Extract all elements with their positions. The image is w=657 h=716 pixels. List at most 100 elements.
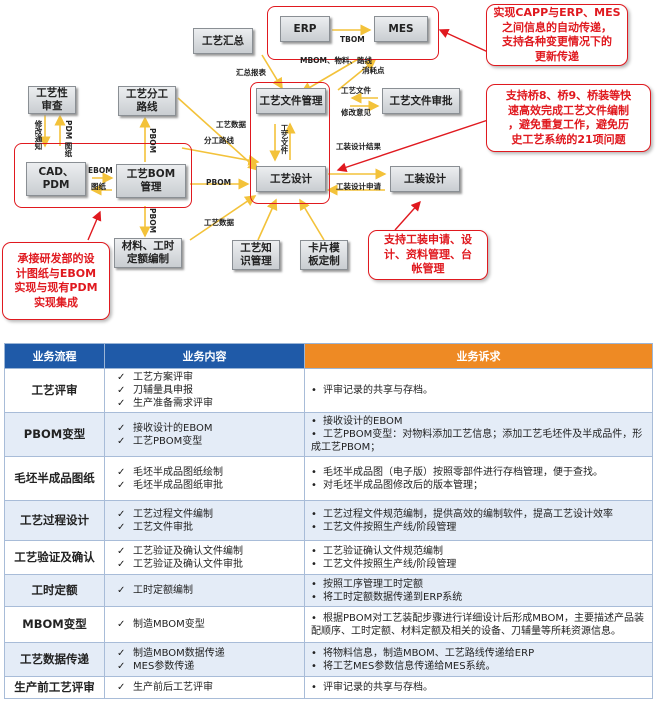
cell-business-demand: 毛坯半成品图（电子版）按照零部件进行存档管理，便于查找。对毛坯半成品图修改后的版… [304,456,653,501]
demand-item-text: 工艺文件按照生产线/阶段管理 [323,558,457,570]
content-item-text: MES参数传递 [133,660,195,672]
table-row: 生产前工艺评审生产前后工艺评审 评审记录的共享与存档。 [4,676,653,699]
demand-item: 工艺文件按照生产线/阶段管理 [311,521,646,534]
content-item-text: 刀辅量具申报 [133,385,193,396]
demand-item: 将物料信息，制造MBOM、工艺路线传递给ERP [311,647,646,660]
edge-label-ebom: EBOM [88,166,113,175]
edge-label-pdm-drawing: PDM 图纸 [64,120,73,157]
demand-item-text: 将物料信息，制造MBOM、工艺路线传递给ERP [323,647,535,659]
diagram-arrows [39,24,489,241]
edge-label-tbom: TBOM [340,35,365,44]
cell-business-flow: PBOM变型 [4,412,105,457]
cell-business-flow: 工艺数据传递 [4,642,105,677]
cell-business-flow: 工艺过程设计 [4,500,105,541]
edge-label-pbom-up: PBOM [148,128,157,154]
cell-business-demand: 将物料信息，制造MBOM、工艺路线传递给ERP将工艺MES参数信息传递给MES系… [304,642,653,677]
card-template-node[interactable]: 卡片模 板定制 [300,240,348,270]
edge-label-tooling-request: 工装设计申请 [336,182,381,191]
cad-pdm-node[interactable]: CAD、 PDM [26,162,86,196]
cell-business-content: 工艺方案评审刀辅量具申报生产准备需求评审 [104,368,305,413]
table-body: 工艺评审工艺方案评审刀辅量具申报生产准备需求评审评审记录的共享与存档。PBOM变… [4,368,653,699]
cell-business-flow: MBOM变型 [4,606,105,643]
table-row: 工艺验证及确认工艺验证及确认文件编制工艺验证及确认文件审批工艺验证确认文件规范编… [4,540,653,575]
content-item: MES参数传递 [117,660,298,673]
cell-business-content: 制造MBOM数据传递MES参数传递 [104,642,305,677]
content-item: 毛坯半成品图纸绘制 [117,466,298,479]
table-row: 工艺过程设计工艺过程文件编制工艺文件审批工艺过程文件规范编制，提供高效的编制软件… [4,500,653,541]
connector-lines [39,24,387,241]
content-item: 工艺方案评审 [117,371,298,384]
content-item: 制造MBOM变型 [117,618,298,631]
cell-business-demand: 按照工序管理工时定额将工时定额数据传递到ERP系统 [304,574,653,607]
demand-item-text: 工艺过程文件规范编制，提供高效的编制软件，提高工艺设计效率 [323,508,613,520]
process-summary-node[interactable]: 工艺汇总 [193,28,253,54]
demand-item-text: 评审记录的共享与存档。 [323,682,433,693]
edge-label-pbom-right: PBOM [206,178,232,187]
process-design-node[interactable]: 工艺设计 [256,166,326,192]
cell-business-content: 制造MBOM变型 [104,606,305,643]
demand-item: 评审记录的共享与存档。 [311,681,646,694]
callout-pointers [87,29,489,241]
cell-business-content: 工艺验证及确认文件编制工艺验证及确认文件审批 [104,540,305,575]
process-review-node[interactable]: 工艺性 审查 [28,86,76,114]
cell-business-content: 生产前后工艺评审 [104,676,305,699]
cell-business-demand: 接收设计的EBOM工艺PBOM变型：对物料添加工艺信息；添加工艺毛坯件及半成品件… [304,412,653,457]
process-doc-management-node[interactable]: 工艺文件管理 [256,88,326,114]
cell-business-flow: 生产前工艺评审 [4,676,105,699]
content-item: 刀辅量具申报 [117,384,298,397]
cell-business-demand: 根据PBOM对工艺装配步骤进行详细设计后形成MBOM，主要描述产品装配顺序、工时… [304,606,653,643]
edge-label-process-data-2: 工艺数据 [204,218,234,227]
cad-bom-group [14,143,192,208]
edge-label-summary-report: 汇总报表 [236,68,266,77]
demand-item: 按照工序管理工时定额 [311,578,646,591]
content-item: 工艺文件审批 [117,521,298,534]
content-item: 制造MBOM数据传递 [117,647,298,660]
process-bom-node[interactable]: 工艺BOM 管理 [116,164,186,198]
table-row: 工时定额工时定额编制按照工序管理工时定额将工时定额数据传递到ERP系统 [4,574,653,607]
callout-pdm-integration: 承接研发部的设 计图纸与EBOM 实现与现有PDM 实现集成 [2,242,110,320]
header-business-content: 业务内容 [104,343,305,369]
cell-business-flow: 工艺验证及确认 [4,540,105,575]
table-row: 毛坯半成品图纸毛坯半成品图纸绘制毛坯半成品图纸审批毛坯半成品图（电子版）按照零部… [4,456,653,501]
table-row: MBOM变型 制造MBOM变型 根据PBOM对工艺装配步骤进行详细设计后形成MBOM… [4,606,653,643]
business-requirements-table: 业务流程 业务内容 业务诉求 工艺评审工艺方案评审刀辅量具申报生产准备需求评审评… [4,343,653,699]
demand-item-text: 按照工序管理工时定额 [323,578,423,590]
cell-business-demand: 评审记录的共享与存档。 [304,368,653,413]
content-item-text: 工艺验证及确认文件审批 [133,558,243,570]
process-route-node[interactable]: 工艺分工 路线 [118,86,176,116]
demand-item-text: 根据PBOM对工艺装配步骤进行详细设计后形成MBOM，主要描述产品装配顺序、工时… [311,612,645,637]
content-item-text: 接收设计的EBOM [133,422,213,434]
content-item-text: 制造MBOM数据传递 [133,647,225,659]
erp-node[interactable]: ERP [280,16,330,42]
mes-node[interactable]: MES [374,16,428,42]
demand-item-text: 工艺验证确认文件规范编制 [323,545,443,557]
content-item-text: 工艺方案评审 [133,372,193,383]
demand-item-text: 对毛坯半成品图修改后的版本管理； [323,479,483,491]
edge-label-pbom-down: PBOM [148,208,157,234]
cell-business-flow: 工艺评审 [4,368,105,413]
cell-business-demand: 工艺验证确认文件规范编制工艺文件按照生产线/阶段管理 [304,540,653,575]
material-quota-node[interactable]: 材料、工时 定额编制 [114,238,182,268]
demand-item: 工艺PBOM变型：对物料添加工艺信息；添加工艺毛坯件及半成品件，形成工艺PBOM… [311,428,646,454]
erp-mes-group [267,6,439,60]
knowledge-management-node[interactable]: 工艺知 识管理 [232,240,280,270]
content-item-text: 制造MBOM变型 [133,619,205,630]
callout-tooling: 支持工装申请、设 计、资料管理、台 帐管理 [368,230,488,280]
demand-item: 毛坯半成品图（电子版）按照零部件进行存档管理，便于查找。 [311,466,646,479]
cell-business-content: 毛坯半成品图纸绘制毛坯半成品图纸审批 [104,456,305,501]
demand-item-text: 将工艺MES参数信息传递给MES系统。 [323,660,496,672]
demand-item-text: 工艺PBOM变型：对物料添加工艺信息；添加工艺毛坯件及半成品件，形成工艺PBOM… [311,429,643,453]
cell-business-flow: 毛坯半成品图纸 [4,456,105,501]
demand-item-text: 毛坯半成品图（电子版）按照零部件进行存档管理，便于查找。 [323,466,603,478]
demand-item: 将工艺MES参数信息传递给MES系统。 [311,660,646,673]
edge-label-mbom: MBOM、物料、路线 [300,56,373,65]
content-item: 毛坯半成品图纸审批 [117,479,298,492]
content-item: 工艺PBOM变型 [117,435,298,448]
content-item-text: 工艺验证及确认文件编制 [133,545,243,557]
content-item-text: 毛坯半成品图纸绘制 [133,466,223,478]
tooling-design-node[interactable]: 工装设计 [390,166,460,192]
doc-design-group [250,82,330,204]
process-doc-approval-node[interactable]: 工艺文件审批 [382,88,460,114]
content-item: 接收设计的EBOM [117,422,298,435]
table-row: 工艺评审工艺方案评审刀辅量具申报生产准备需求评审评审记录的共享与存档。 [4,368,653,413]
